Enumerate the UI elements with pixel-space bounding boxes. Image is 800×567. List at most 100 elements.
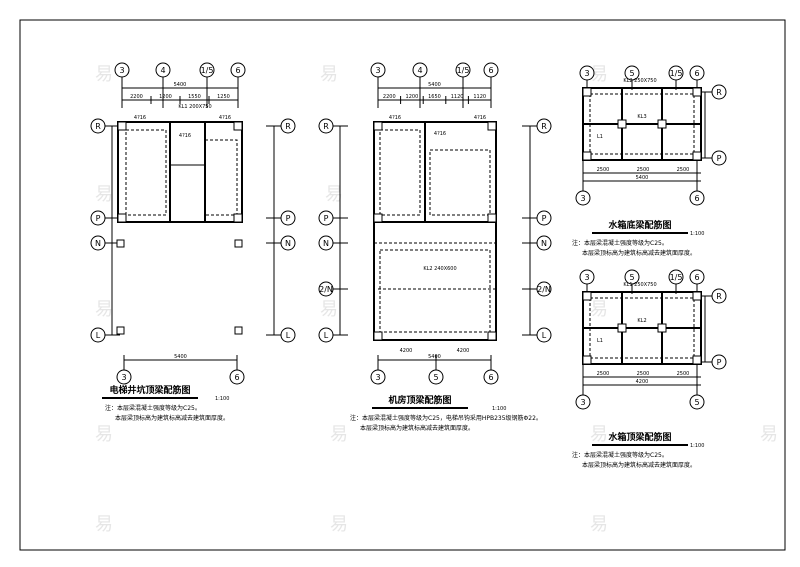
beam-label: 4?16 (134, 115, 146, 121)
dimension-segment: 2500 (637, 167, 650, 173)
beam-rebar-outline (125, 129, 167, 216)
beam-rebar-outline (589, 297, 695, 359)
dimension-segment: 1250 (217, 94, 230, 100)
dimension-segment: 1120 (451, 94, 464, 100)
column (487, 331, 497, 341)
drawing-note: 本层梁顶标高为建筑标高减去建筑面厚度。 (582, 249, 696, 257)
beam-label: KL2 250X750 (623, 78, 656, 84)
axis-right-P-label: P (717, 154, 722, 163)
column (373, 331, 383, 341)
axis-left-R-label: R (323, 122, 329, 131)
sheet-border (19, 19, 786, 551)
axis-top-5-label: 5 (629, 273, 634, 282)
beam-label: L1 (597, 134, 603, 140)
axis-left-L-label: L (96, 331, 101, 340)
watermark-glyph: 易 (95, 514, 113, 535)
dimension-segment: 2200 (130, 94, 143, 100)
column (373, 121, 383, 131)
drawing-title: 水箱底梁配筋图 (608, 219, 671, 231)
axis-left-2/N-label: 2/N (319, 285, 333, 294)
drawing-scale: 1:100 (690, 231, 704, 237)
watermark-glyph: 易 (95, 64, 113, 85)
axis-top-3-label: 3 (119, 66, 124, 75)
beam-label: 4?16 (219, 115, 231, 121)
column (487, 213, 497, 223)
axis-top-3-label: 3 (584, 273, 589, 282)
axis-bottom-3-label: 3 (580, 194, 585, 203)
axis-right-2/N-label: 2/N (537, 285, 551, 294)
axis-left-P-label: P (324, 214, 329, 223)
watermark-glyph: 易 (95, 299, 113, 320)
drawing-note: 注：本层梁混凝土强度等级为C25。 (105, 404, 201, 412)
axis-right-R-label: R (541, 122, 547, 131)
dimension-total: 5400 (174, 82, 187, 88)
axis-top-6-label: 6 (694, 69, 699, 78)
watermark-glyph: 易 (330, 424, 348, 445)
drawing-note: 注：本层梁混凝土强度等级为C25。 (572, 239, 668, 247)
axis-top-4-label: 4 (160, 66, 165, 75)
column (692, 87, 702, 97)
axis-right-N-label: N (285, 239, 291, 248)
watermark-glyph: 易 (590, 64, 608, 85)
beam-outline (117, 121, 243, 223)
column (116, 326, 125, 335)
dimension-segment: 1120 (473, 94, 486, 100)
axis-right-R-label: R (285, 122, 291, 131)
column (116, 239, 125, 248)
dimension-total: 5400 (428, 82, 441, 88)
beam-rebar-outline (204, 139, 238, 216)
watermark-glyph: 易 (590, 514, 608, 535)
drawing-title: 电梯井坑顶梁配筋图 (109, 384, 190, 396)
dimension-bottom: 5400 (636, 175, 649, 181)
drawing-note: 本层梁顶标高为建筑标高减去建筑面厚度。 (582, 461, 696, 469)
column (117, 213, 127, 223)
column (233, 121, 243, 131)
column (373, 213, 383, 223)
watermark-glyph: 易 (95, 184, 113, 205)
axis-bottom-5-label: 5 (433, 373, 438, 382)
watermark-glyph: 易 (320, 299, 338, 320)
column (582, 355, 592, 365)
drawing-note: 注：本层梁混凝土强度等级为C25，电梯吊钩采用HPB235级钢筋Φ22。 (350, 414, 542, 422)
axis-bottom-3-label: 3 (580, 398, 585, 407)
dimension-segment: 1650 (428, 94, 441, 100)
axis-left-R-label: R (95, 122, 101, 131)
column (692, 151, 702, 161)
dimension-bottom: 5400 (428, 354, 441, 360)
axis-right-L-label: L (286, 331, 291, 340)
watermark-glyph: 易 (320, 64, 338, 85)
column (233, 213, 243, 223)
axis-bottom-5-label: 5 (694, 398, 699, 407)
beam-rebar-outline (379, 129, 421, 216)
dimension-segment: 2200 (383, 94, 396, 100)
axis-bottom-3-label: 3 (375, 373, 380, 382)
watermark-glyph: 易 (325, 184, 343, 205)
dimension-segment: 2500 (597, 371, 610, 377)
dimension-segment: 1550 (188, 94, 201, 100)
axis-top-1/5-label: 1/5 (457, 66, 470, 75)
axis-bottom-5-bubble (689, 394, 705, 410)
drawing-title: 机房顶梁配筋图 (388, 394, 451, 406)
watermark-glyph: 易 (95, 424, 113, 445)
axis-top-3-label: 3 (584, 69, 589, 78)
axis-right-R-label: R (716, 292, 722, 301)
watermarks: 易易易易易易易易易易易易易易易 (95, 64, 778, 535)
beam-label: KL1 200X750 (178, 104, 211, 110)
axis-right-R-label: R (716, 88, 722, 97)
beam-label: 4?16 (389, 115, 401, 121)
watermark-glyph: 易 (760, 424, 778, 445)
column (234, 239, 243, 248)
beam-rebar-outline (429, 149, 491, 216)
axis-bottom-6-label: 6 (234, 373, 239, 382)
axis-top-6-label: 6 (694, 273, 699, 282)
dimension-segment: 4200 (400, 348, 413, 354)
column (617, 119, 627, 129)
axis-right-L-label: L (542, 331, 547, 340)
beam-rebar-outline (379, 249, 491, 333)
drawing-note: 本层梁顶标高为建筑标高减去建筑面厚度。 (115, 414, 229, 422)
